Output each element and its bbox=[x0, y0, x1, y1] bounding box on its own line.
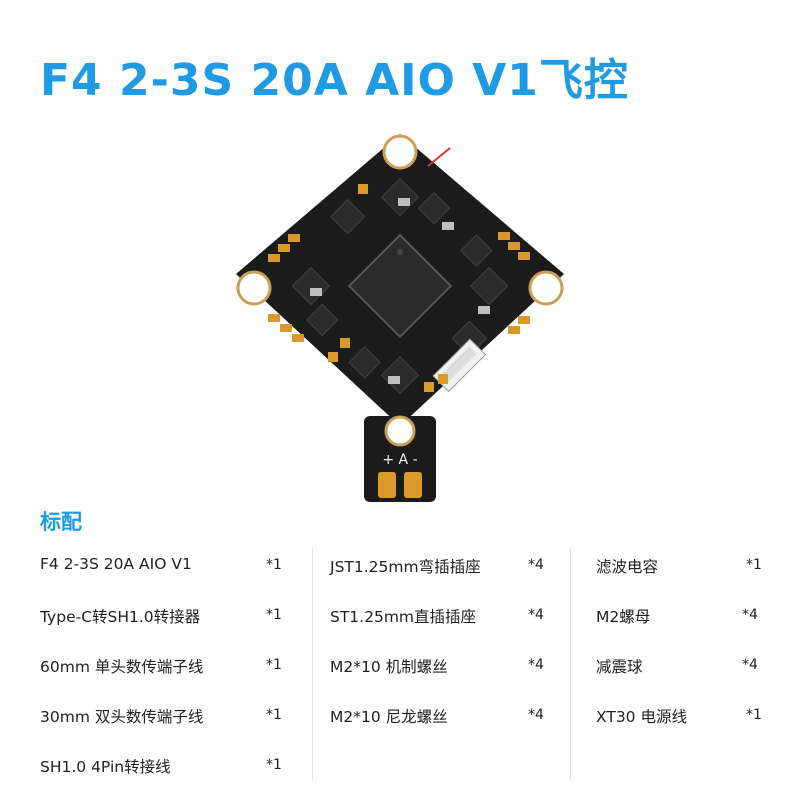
item-name: M2*10 尼龙螺丝 bbox=[330, 708, 448, 726]
column-divider bbox=[570, 548, 571, 780]
item-name: SH1.0 4Pin转接线 bbox=[40, 758, 171, 776]
column-divider bbox=[312, 548, 313, 780]
item-name: XT30 电源线 bbox=[596, 708, 687, 726]
section-title: 标配 bbox=[40, 510, 82, 534]
item-name: 60mm 单头数传端子线 bbox=[40, 658, 204, 676]
list-item: F4 2-3S 20A AIO V1 *1 bbox=[40, 545, 290, 595]
item-name: JST1.25mm弯插插座 bbox=[330, 558, 481, 576]
list-item: XT30 电源线 *1 bbox=[596, 695, 776, 745]
package-column-2: JST1.25mm弯插插座 *4 ST1.25mm直插插座 *4 M2*10 机… bbox=[330, 545, 552, 745]
item-qty: *1 bbox=[266, 607, 282, 623]
package-column-3: 滤波电容 *1 M2螺母 *4 减震球 *4 XT30 电源线 *1 bbox=[596, 545, 776, 745]
item-name: 30mm 双头数传端子线 bbox=[40, 708, 204, 726]
list-item: 减震球 *4 bbox=[596, 645, 776, 695]
list-item: M2*10 机制螺丝 *4 bbox=[330, 645, 552, 695]
item-qty: *4 bbox=[528, 557, 544, 573]
item-name: M2螺母 bbox=[596, 608, 651, 626]
item-qty: *1 bbox=[266, 657, 282, 673]
page-title: F4 2-3S 20A AIO V1飞控 bbox=[40, 55, 629, 106]
item-name: ST1.25mm直插插座 bbox=[330, 608, 477, 626]
item-qty: *4 bbox=[742, 607, 758, 623]
item-name: 滤波电容 bbox=[596, 558, 659, 576]
item-qty: *4 bbox=[742, 657, 758, 673]
item-qty: *1 bbox=[266, 557, 282, 573]
item-qty: *1 bbox=[266, 757, 282, 773]
item-name: F4 2-3S 20A AIO V1 bbox=[40, 555, 192, 573]
list-item: ST1.25mm直插插座 *4 bbox=[330, 595, 552, 645]
item-qty: *1 bbox=[746, 707, 762, 723]
item-name: Type-C转SH1.0转接器 bbox=[40, 608, 201, 626]
item-qty: *4 bbox=[528, 657, 544, 673]
list-item: 30mm 双头数传端子线 *1 bbox=[40, 695, 290, 745]
list-item: M2螺母 *4 bbox=[596, 595, 776, 645]
list-item: Type-C转SH1.0转接器 *1 bbox=[40, 595, 290, 645]
item-qty: *4 bbox=[528, 607, 544, 623]
item-qty: *1 bbox=[746, 557, 762, 573]
package-column-1: F4 2-3S 20A AIO V1 *1 Type-C转SH1.0转接器 *1… bbox=[40, 545, 290, 795]
item-name: 减震球 bbox=[596, 658, 643, 676]
list-item: 滤波电容 *1 bbox=[596, 545, 776, 595]
list-item: SH1.0 4Pin转接线 *1 bbox=[40, 745, 290, 795]
item-qty: *4 bbox=[528, 707, 544, 723]
item-qty: *1 bbox=[266, 707, 282, 723]
item-name: M2*10 机制螺丝 bbox=[330, 658, 448, 676]
board-silk-label: + A - bbox=[382, 452, 417, 468]
flight-controller-board-image: + A - bbox=[236, 134, 564, 502]
list-item: M2*10 尼龙螺丝 *4 bbox=[330, 695, 552, 745]
list-item: 60mm 单头数传端子线 *1 bbox=[40, 645, 290, 695]
list-item: JST1.25mm弯插插座 *4 bbox=[330, 545, 552, 595]
